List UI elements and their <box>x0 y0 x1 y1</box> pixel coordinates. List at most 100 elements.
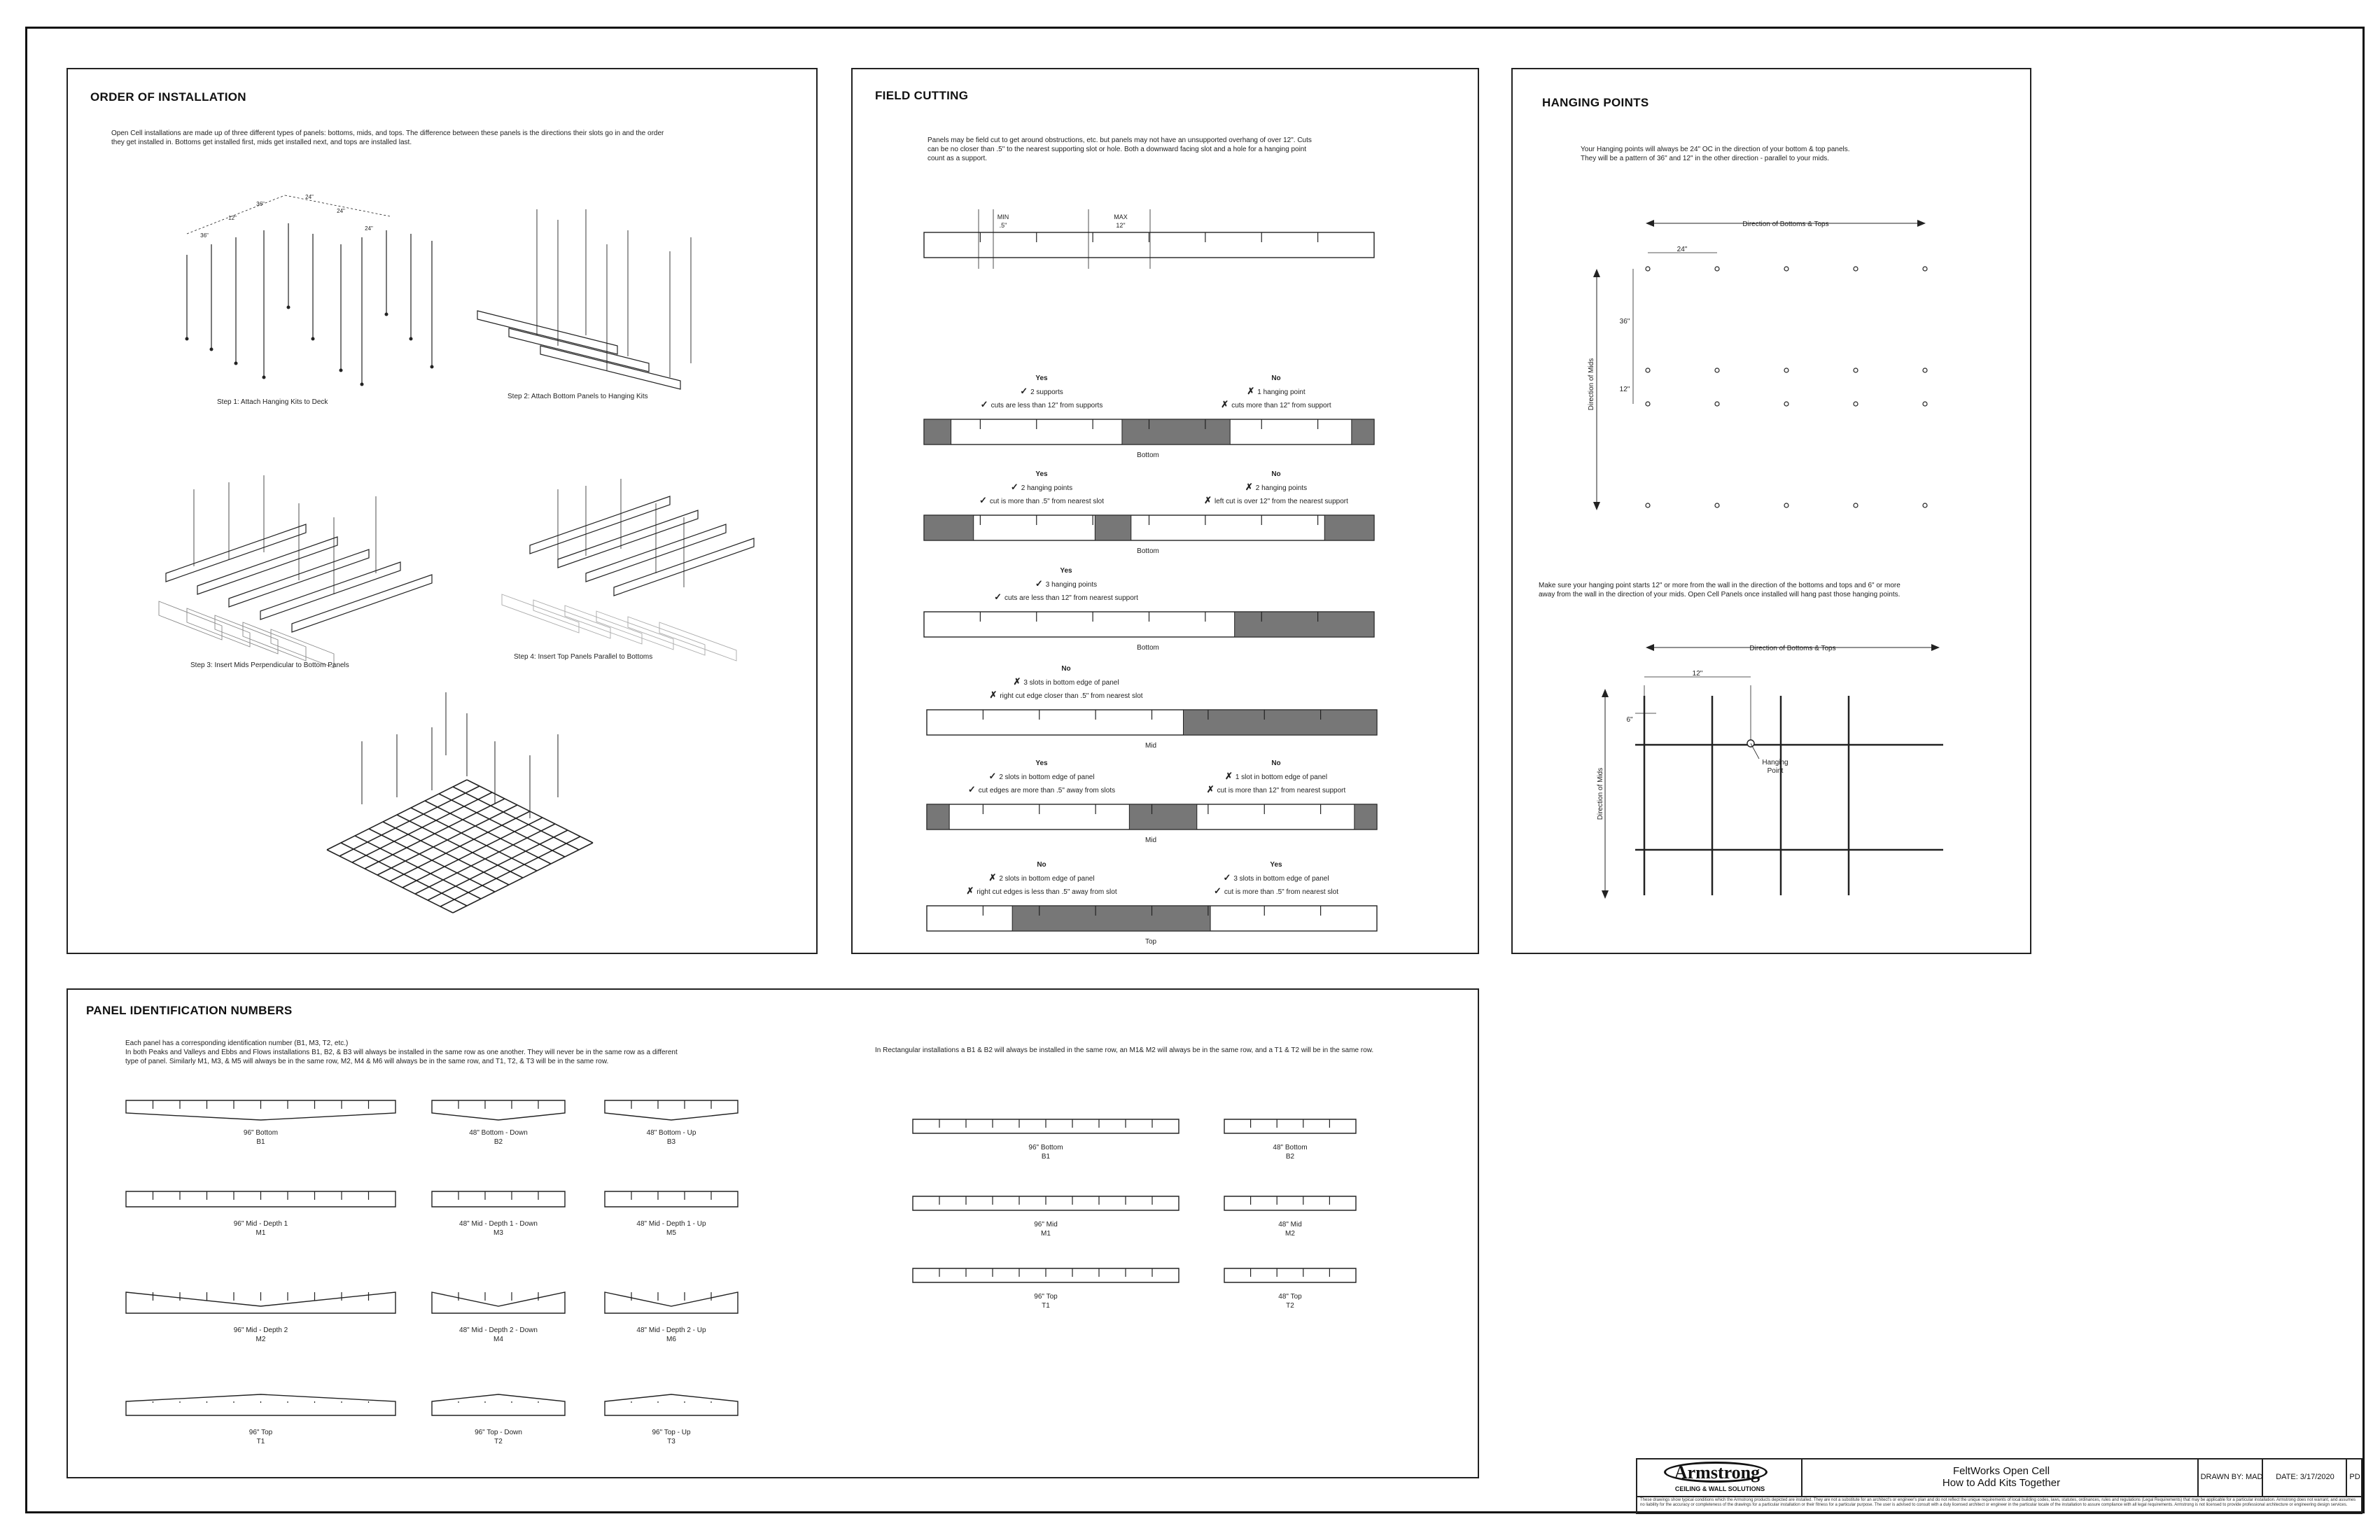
ident-title: PANEL IDENTIFICATION NUMBERS <box>86 1004 293 1017</box>
panel-name: 96" Top <box>1034 1293 1058 1301</box>
dim-line <box>284 195 391 217</box>
field-row-1-right-line-2: ✗cuts more than 12" from support <box>1171 400 1381 410</box>
field-criterion-text: cut is more than .5" from nearest slot <box>1224 888 1338 896</box>
dim-label: 36" <box>200 232 209 239</box>
hanging-kit-end <box>409 337 413 341</box>
cut-off-section <box>1011 905 1211 932</box>
sheet-code: PD <box>2349 1473 2360 1481</box>
panel-id: M1 <box>1041 1230 1051 1238</box>
tb-disclaimer-box <box>1802 1460 2199 1496</box>
cross-icon: ✗ <box>966 886 974 896</box>
check-icon: ✓ <box>988 771 997 781</box>
hanging-intro-2: Make sure your hanging point starts 12" … <box>1539 582 1900 598</box>
check-icon: ✓ <box>980 399 988 410</box>
hanging-point <box>1645 401 1651 407</box>
tb-divider <box>1637 1496 2361 1497</box>
arrow-head-down <box>1602 890 1609 899</box>
panel-profile <box>431 1191 566 1208</box>
cut-off-section <box>1324 514 1375 541</box>
hanging-point <box>1714 503 1720 508</box>
panel-profile <box>1224 1196 1357 1211</box>
step-2-caption: Step 2: Attach Bottom Panels to Hanging … <box>507 393 648 400</box>
field-criterion-text: 3 hanging points <box>1045 581 1098 589</box>
panel-profile <box>125 1100 396 1121</box>
mid-panel <box>158 601 223 640</box>
field-row-6-left-head: No <box>1037 861 1046 869</box>
max-label: MAX <box>1114 214 1128 220</box>
panel-name: 48" Bottom - Down <box>469 1129 528 1137</box>
dim-line <box>186 195 286 234</box>
field-row-2-right-head: No <box>1271 470 1281 478</box>
order-of-installation-panel: ORDER OF INSTALLATION Open Cell installa… <box>66 68 818 954</box>
panel-id: B2 <box>493 1138 503 1146</box>
top-panel <box>529 496 671 554</box>
field-criterion-text: cut is more than 12" from nearest suppor… <box>1217 787 1346 794</box>
panel-name: 48" Bottom <box>1273 1144 1308 1152</box>
panel-name: 96" Top <box>248 1429 273 1436</box>
field-row-2-left-line-2: ✓cut is more than .5" from nearest slot <box>937 496 1147 506</box>
drawn-by: DRAWN BY: MAD <box>2200 1473 2263 1481</box>
bottom-panel <box>197 536 338 595</box>
hanging-point <box>1922 503 1928 508</box>
field-criterion-text: cuts are less than 12" from supports <box>990 402 1103 410</box>
field-row-2-left-head: Yes <box>1035 470 1048 478</box>
panel-id-panel: PANEL IDENTIFICATION NUMBERS Each panel … <box>66 988 1479 1478</box>
panel-name: 48" Top <box>1278 1293 1302 1301</box>
field-row-5-left-head: Yes <box>1035 760 1048 767</box>
field-row-6-right-line-2: ✓cut is more than .5" from nearest slot <box>1171 886 1381 897</box>
legal-disclaimer: These drawings show typical conditions w… <box>1640 1498 2356 1507</box>
field-row-4-left-line-2: ✗right cut edge closer than .5" from nea… <box>961 690 1171 701</box>
cross-icon: ✗ <box>1204 495 1212 505</box>
grid-panel <box>414 823 556 895</box>
grid-panel <box>389 811 531 882</box>
hanging-point <box>1853 266 1858 272</box>
cut-off-section <box>1128 804 1198 830</box>
field-row-2-right-line-1: ✗2 hanging points <box>1171 482 1381 493</box>
min-label: MIN <box>997 214 1009 220</box>
panel-name: 48" Mid - Depth 1 - Up <box>636 1220 706 1228</box>
panel-profile <box>431 1292 566 1314</box>
check-icon: ✓ <box>1223 872 1231 883</box>
arrow-head-right <box>1931 644 1940 651</box>
field-row-1-left-head: Yes <box>1035 374 1048 382</box>
grid-panel <box>410 807 538 872</box>
panel-name: 96" Mid <box>1034 1221 1058 1228</box>
arrow-head-right <box>1917 220 1926 227</box>
grid-panel <box>427 830 568 901</box>
panel-id: B1 <box>256 1138 265 1146</box>
mid-panel <box>659 622 737 662</box>
step-3-caption: Step 3: Insert Mids Perpendicular to Bot… <box>190 662 349 669</box>
field-criterion-text: cuts more than 12" from support <box>1231 402 1331 410</box>
mid-panel <box>186 608 251 648</box>
field-intro: Panels may be field cut to get around ob… <box>927 136 1312 162</box>
hanging-point <box>1645 266 1651 272</box>
check-icon: ✓ <box>1214 886 1222 896</box>
hanging-kit-end <box>209 347 214 351</box>
field-row-3-left-line-2: ✓cuts are less than 12" from nearest sup… <box>961 592 1171 603</box>
panel-name: 96" Top - Up <box>652 1429 691 1436</box>
mid-panel <box>214 615 279 654</box>
dim-label: 24" <box>337 208 345 214</box>
arrow-head-up <box>1602 689 1609 697</box>
mid-panel <box>270 629 335 668</box>
field-row-5-left-line-2: ✓cut edges are more than .5" away from s… <box>937 785 1147 795</box>
leader-line <box>1750 743 1760 760</box>
panel-id: T2 <box>494 1438 503 1446</box>
arrow-head-up <box>1593 269 1600 277</box>
grid-panel <box>452 842 594 913</box>
field-row-5-left-line-1: ✓2 slots in bottom edge of panel <box>937 771 1147 782</box>
arrow-head-left <box>1646 644 1654 651</box>
